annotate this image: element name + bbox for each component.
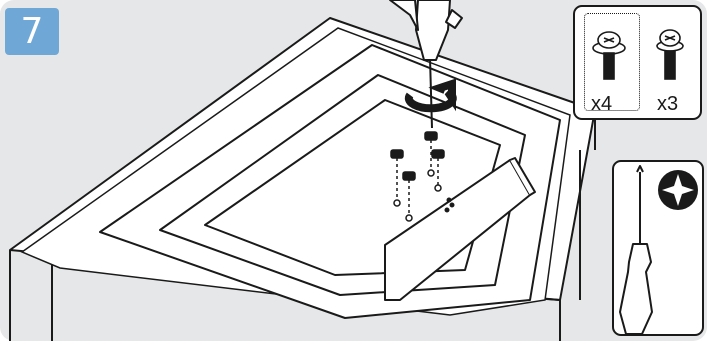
parts-list: x4 x3 [573, 5, 702, 120]
required-tool [612, 160, 704, 336]
washer-screw-icon [657, 30, 683, 79]
quantity-screw-a: x4 [591, 93, 612, 116]
step-number-badge: 7 [5, 8, 59, 55]
flanged-screw-icon [593, 32, 625, 79]
phillips-screwdriver-icon [620, 166, 652, 334]
screws-illustration [575, 7, 704, 92]
quantity-screw-b: x3 [657, 93, 678, 116]
phillips-head-icon [658, 170, 698, 210]
